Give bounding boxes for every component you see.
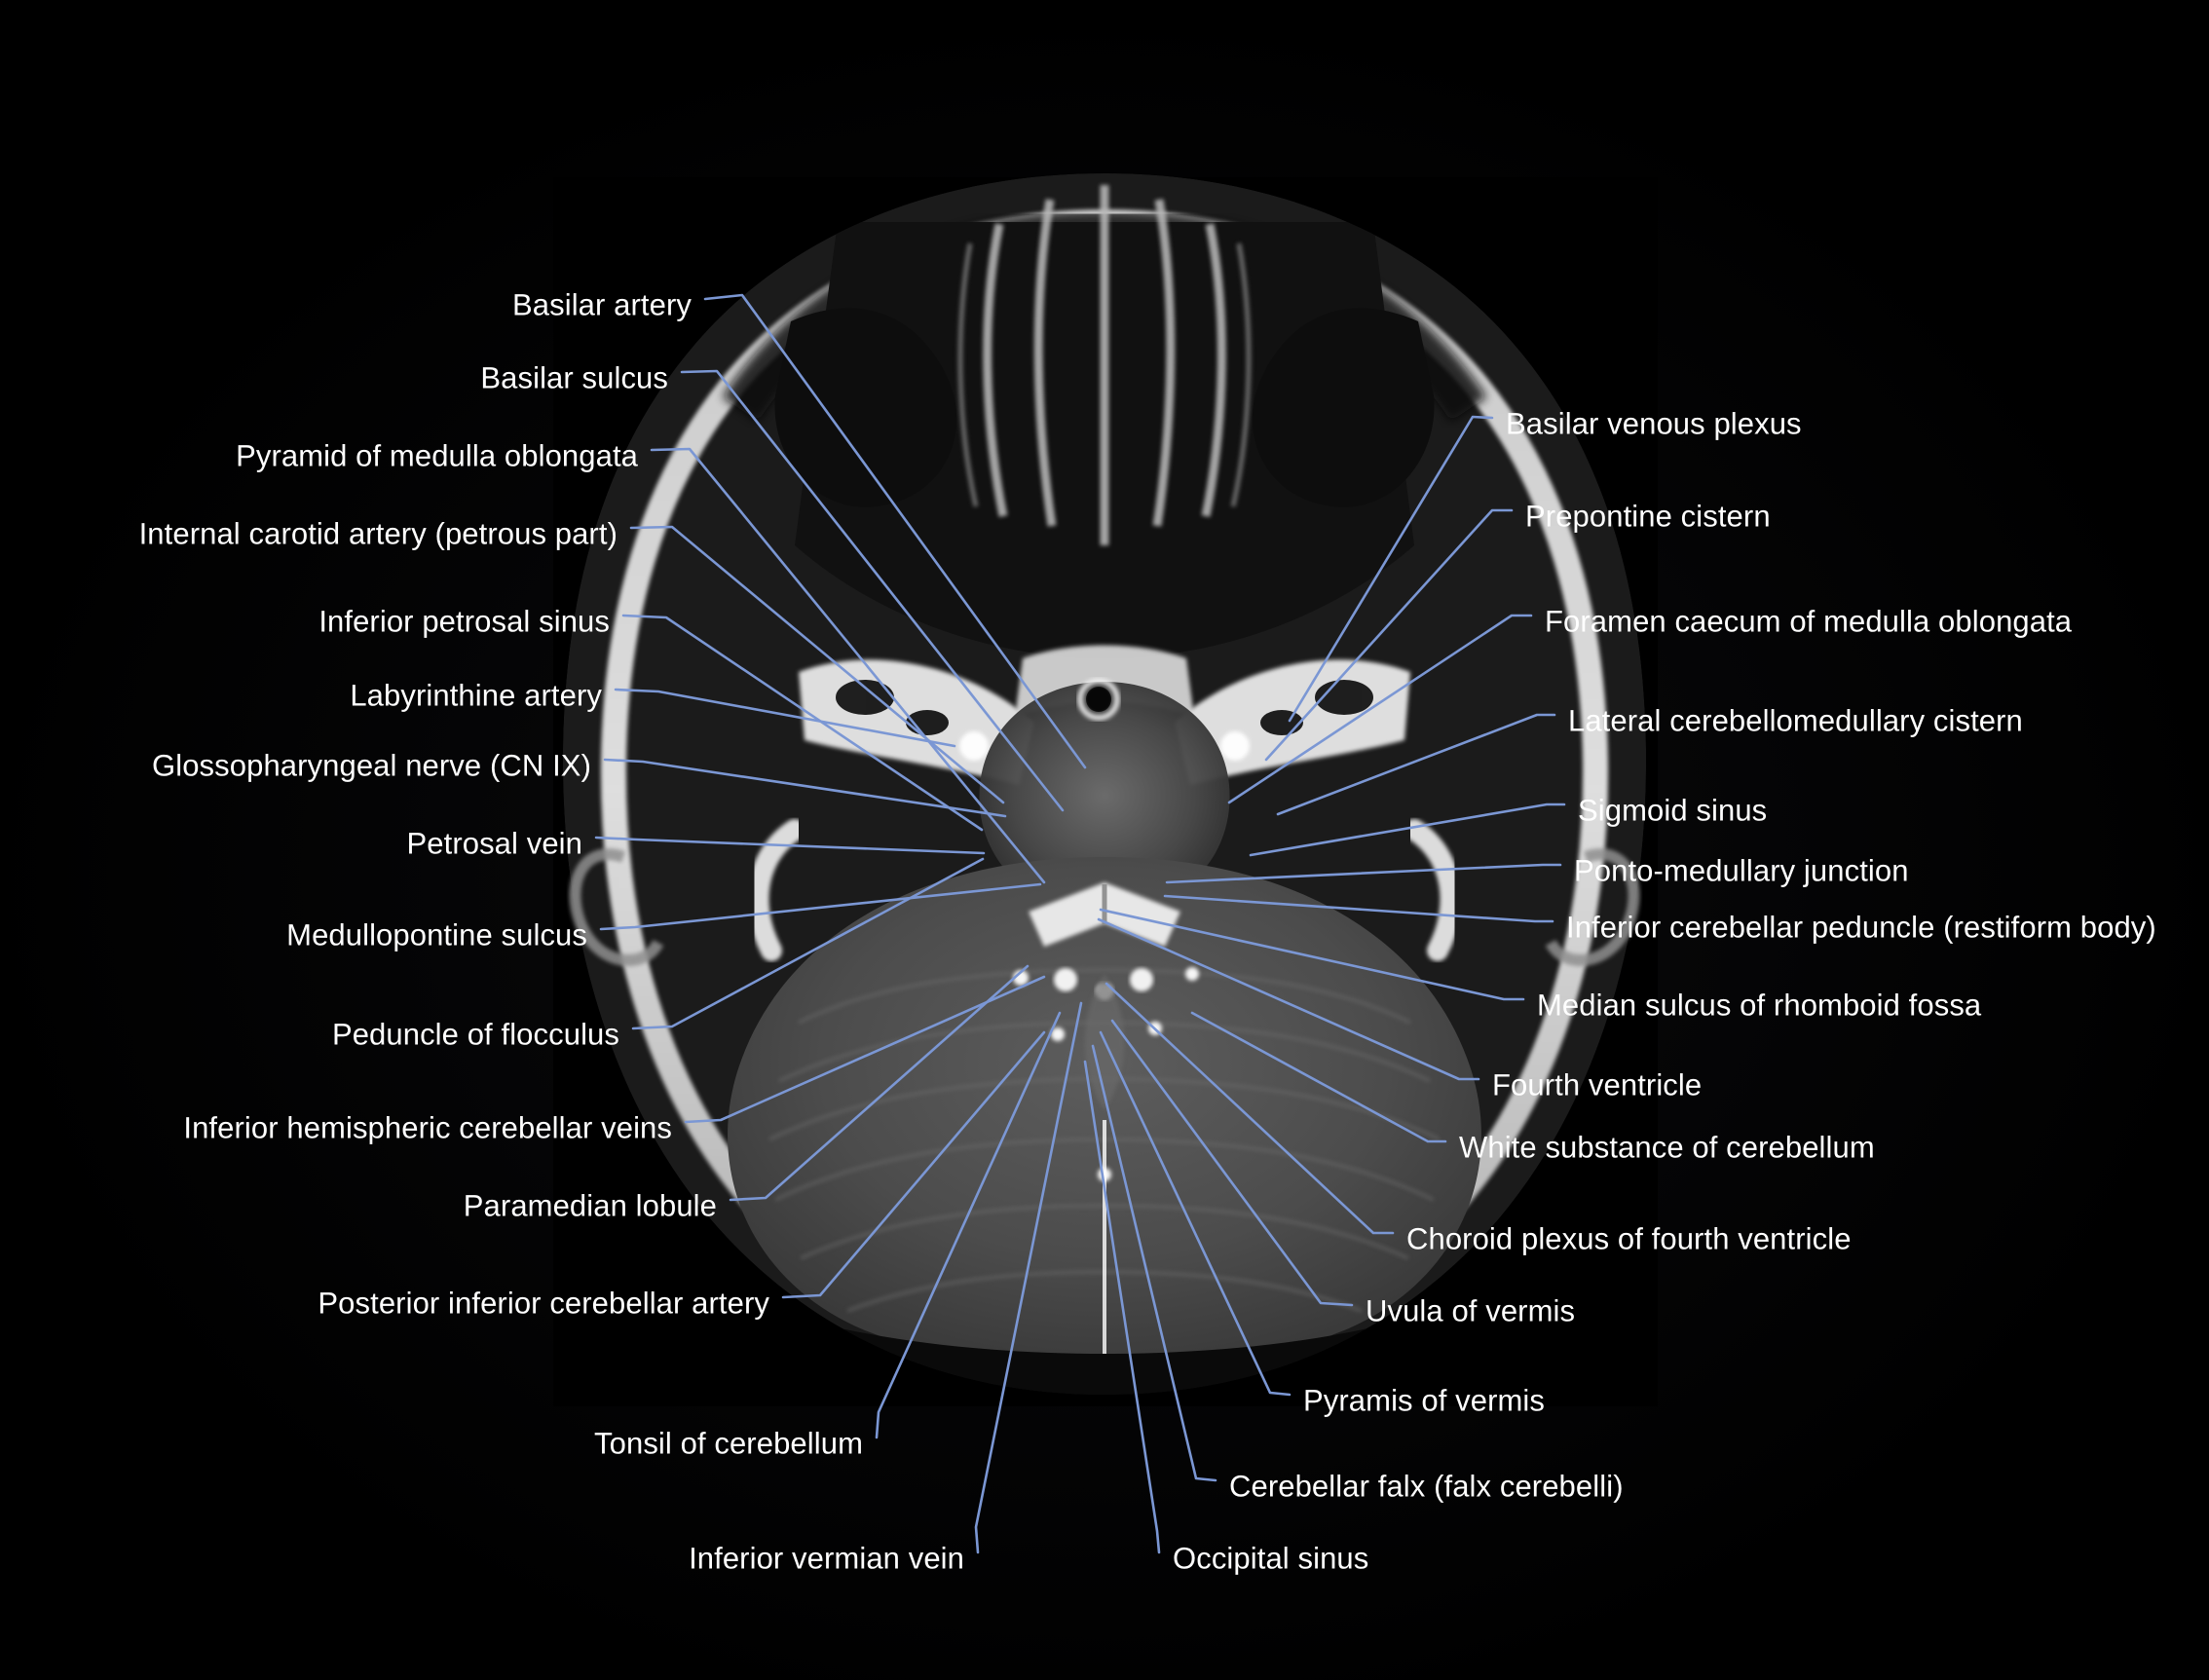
label-inferior-cerebellar-peduncle-restiform-body[interactable]: Inferior cerebellar peduncle (restiform … (1566, 910, 2156, 945)
label-foramen-caecum-of-medulla-oblongata[interactable]: Foramen caecum of medulla oblongata (1545, 604, 2073, 639)
label-occipital-sinus[interactable]: Occipital sinus (1173, 1541, 1369, 1576)
label-tonsil-of-cerebellum[interactable]: Tonsil of cerebellum (594, 1426, 863, 1461)
label-petrosal-vein[interactable]: Petrosal vein (406, 826, 582, 861)
label-medullopontine-sulcus[interactable]: Medullopontine sulcus (286, 917, 587, 952)
label-uvula-of-vermis[interactable]: Uvula of vermis (1366, 1293, 1576, 1328)
label-pyramid-of-medulla-oblongata[interactable]: Pyramid of medulla oblongata (236, 438, 638, 473)
label-posterior-inferior-cerebellar-artery[interactable]: Posterior inferior cerebellar artery (318, 1286, 769, 1321)
label-basilar-sulcus[interactable]: Basilar sulcus (480, 360, 668, 395)
label-basilar-venous-plexus[interactable]: Basilar venous plexus (1506, 406, 1802, 441)
label-inferior-petrosal-sinus[interactable]: Inferior petrosal sinus (318, 604, 610, 639)
label-lateral-cerebellomedullary-cistern[interactable]: Lateral cerebellomedullary cistern (1568, 703, 2023, 738)
label-ponto-medullary-junction[interactable]: Ponto-medullary junction (1574, 853, 1909, 888)
label-pyramis-of-vermis[interactable]: Pyramis of vermis (1303, 1383, 1546, 1418)
label-median-sulcus-of-rhomboid-fossa[interactable]: Median sulcus of rhomboid fossa (1537, 988, 1982, 1023)
label-basilar-artery[interactable]: Basilar artery (511, 287, 692, 322)
label-fourth-ventricle[interactable]: Fourth ventricle (1492, 1067, 1703, 1102)
label-internal-carotid-artery-petrous-part[interactable]: Internal carotid artery (petrous part) (138, 516, 618, 551)
label-choroid-plexus-of-fourth-ventricle[interactable]: Choroid plexus of fourth ventricle (1406, 1221, 1852, 1256)
label-white-substance-of-cerebellum[interactable]: White substance of cerebellum (1459, 1130, 1875, 1165)
label-peduncle-of-flocculus[interactable]: Peduncle of flocculus (331, 1017, 619, 1052)
label-prepontine-cistern[interactable]: Prepontine cistern (1525, 499, 1771, 534)
label-inferior-hemispheric-cerebellar-veins[interactable]: Inferior hemispheric cerebellar veins (183, 1110, 672, 1145)
label-inferior-vermian-vein[interactable]: Inferior vermian vein (689, 1541, 964, 1576)
label-paramedian-lobule[interactable]: Paramedian lobule (463, 1188, 717, 1223)
label-glossopharyngeal-nerve-cn-ix[interactable]: Glossopharyngeal nerve (CN IX) (152, 748, 591, 783)
label-labyrinthine-artery[interactable]: Labyrinthine artery (350, 678, 602, 713)
label-sigmoid-sinus[interactable]: Sigmoid sinus (1578, 793, 1768, 828)
label-cerebellar-falx-falx-cerebelli[interactable]: Cerebellar falx (falx cerebelli) (1229, 1469, 1624, 1504)
